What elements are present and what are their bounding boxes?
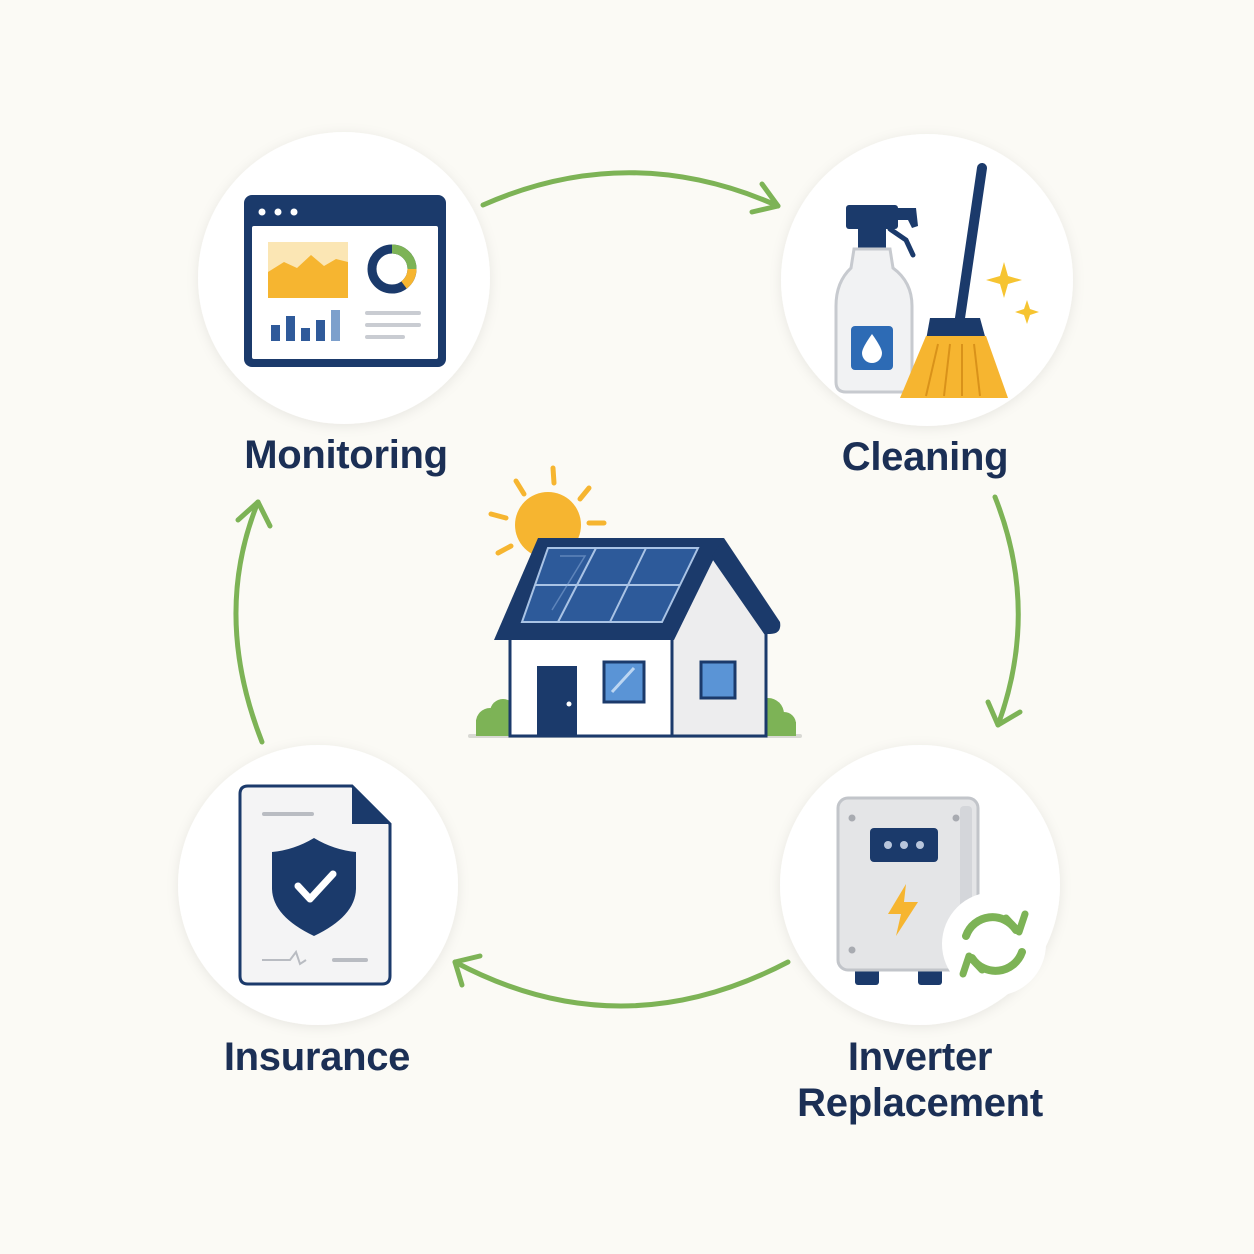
arrow-cleaning-to-inverter: [985, 494, 1023, 728]
step-label-cleaning: Cleaning: [841, 435, 1009, 479]
solar-house-icon: [468, 465, 802, 738]
step-label-inverter-line1: Inverter: [847, 1035, 993, 1079]
step-label-monitoring: Monitoring: [244, 433, 448, 477]
step-label-insurance: Insurance: [223, 1035, 411, 1079]
monitoring-dashboard-icon: [244, 195, 446, 367]
cleaning-spray-broom-icon: [834, 163, 1039, 398]
solar-panel-icon: [520, 547, 700, 623]
arrow-monitoring-to-cleaning: [480, 170, 781, 215]
inverter-replacement-icon: [836, 796, 1046, 996]
arrow-inverter-to-insurance: [452, 953, 791, 1009]
step-label-inverter-replacement: Inverter Replacement: [780, 1034, 1060, 1126]
cycle-arrows: [233, 170, 1023, 1009]
arrow-insurance-to-monitoring: [233, 499, 273, 745]
insurance-document-icon: [238, 784, 392, 986]
step-label-inverter-line2: Replacement: [797, 1081, 1043, 1125]
